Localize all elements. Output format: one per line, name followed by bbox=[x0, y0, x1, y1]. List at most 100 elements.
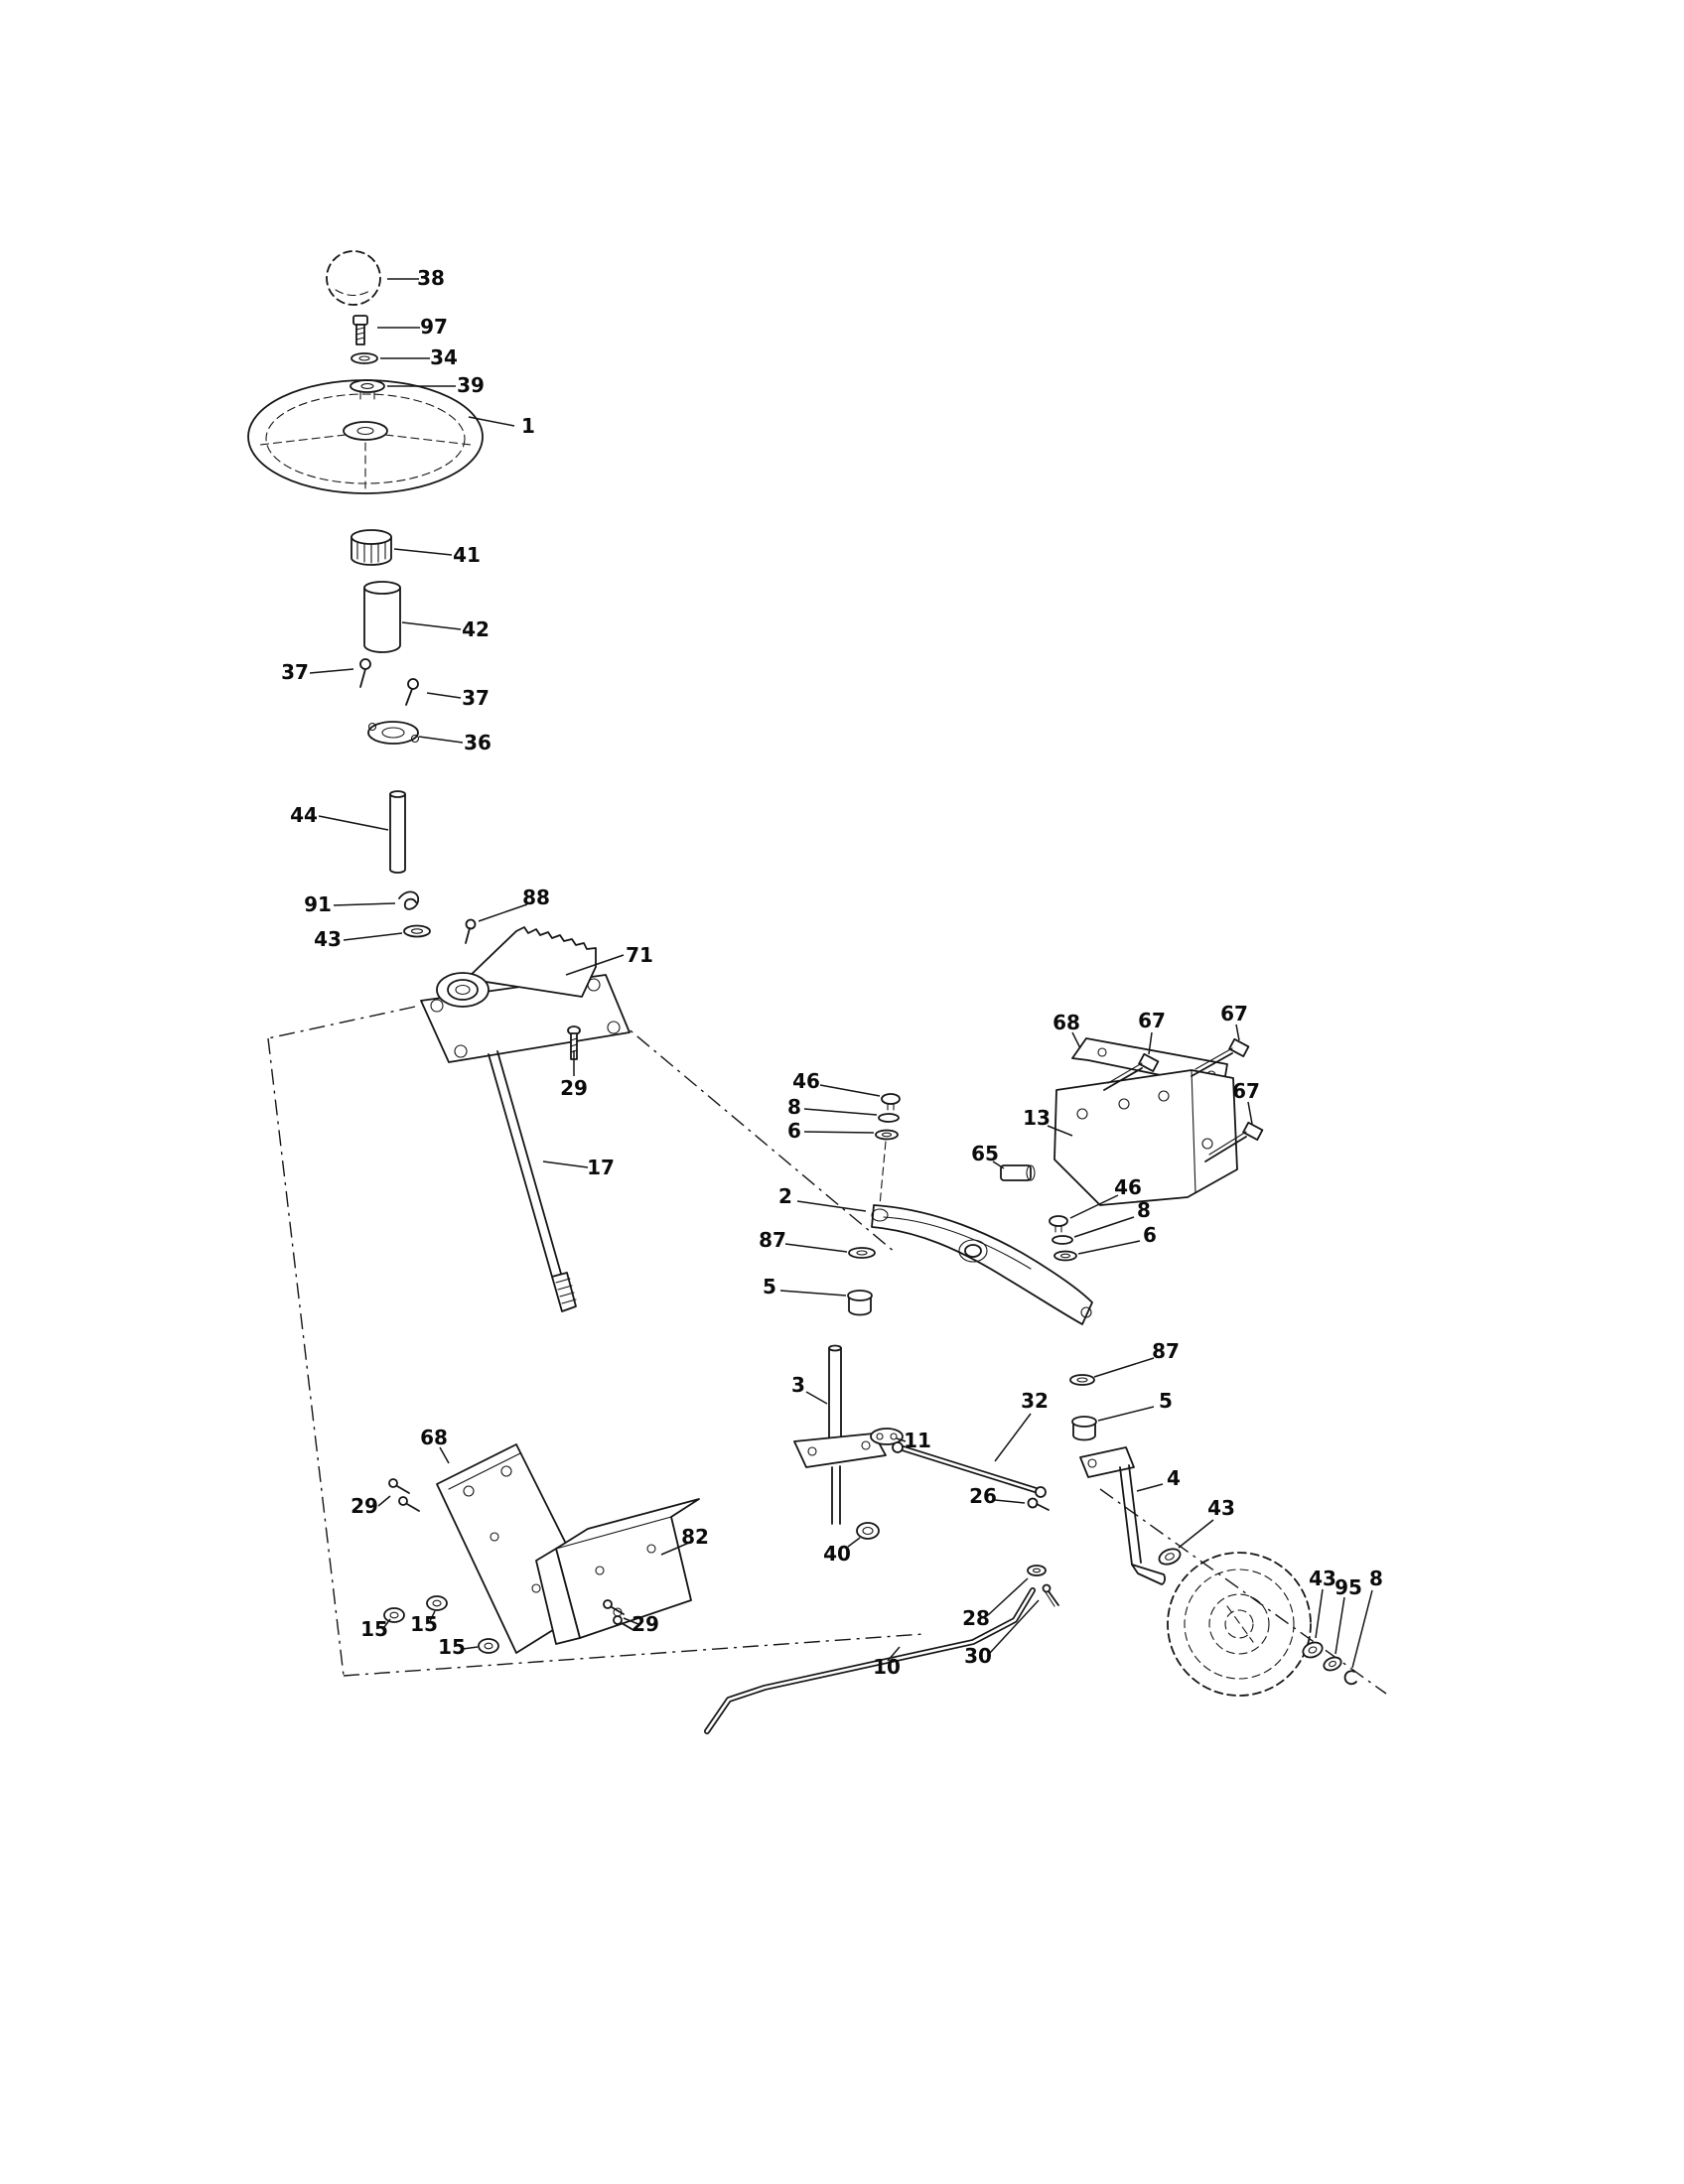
part-bolt-88 bbox=[465, 918, 477, 944]
part-axle-bracket-13 bbox=[1053, 1069, 1238, 1206]
callout-43: 43 bbox=[1207, 1496, 1235, 1520]
callout-68: 68 bbox=[1052, 1011, 1080, 1034]
callout-5: 5 bbox=[1159, 1389, 1173, 1413]
part-bolt-97 bbox=[352, 315, 368, 345]
phantom-lines bbox=[267, 1006, 1387, 1695]
part-washer-43-wheel bbox=[1302, 1641, 1324, 1659]
part-clip-91 bbox=[398, 890, 419, 910]
part-steering-support-71 bbox=[420, 926, 631, 1063]
callout-46: 46 bbox=[792, 1069, 820, 1093]
callout-42: 42 bbox=[462, 617, 490, 641]
callout-8: 8 bbox=[1369, 1567, 1383, 1590]
callout-38: 38 bbox=[417, 266, 445, 290]
part-bearing-5-left bbox=[847, 1290, 873, 1316]
callout-46: 46 bbox=[1114, 1175, 1142, 1199]
callout-43: 43 bbox=[314, 927, 342, 951]
part-spindle-4-right bbox=[1079, 1446, 1166, 1585]
part-washer-43-spindle bbox=[1158, 1548, 1182, 1566]
part-screw-29-bottom-pair bbox=[603, 1599, 634, 1631]
part-spacer-65 bbox=[1000, 1164, 1036, 1181]
callout-29: 29 bbox=[560, 1076, 588, 1100]
callout-leaders bbox=[309, 278, 1373, 1669]
callout-95: 95 bbox=[1334, 1575, 1362, 1599]
callout-28: 28 bbox=[962, 1606, 990, 1630]
callout-15: 15 bbox=[360, 1617, 388, 1641]
callout-37: 37 bbox=[462, 686, 490, 710]
callout-34: 34 bbox=[430, 345, 458, 369]
part-flange-11 bbox=[870, 1428, 904, 1445]
callout-88: 88 bbox=[522, 886, 550, 909]
callout-1: 1 bbox=[521, 414, 535, 438]
part-hub-insert-39 bbox=[350, 379, 385, 400]
callout-41: 41 bbox=[453, 543, 481, 567]
part-washer-43-column bbox=[403, 924, 431, 938]
callout-labels: 38 97 34 39 1 41 42 37 37 36 44 91 43 88… bbox=[281, 266, 1383, 1679]
part-nut-15-a bbox=[383, 1607, 405, 1623]
callout-87: 87 bbox=[1152, 1339, 1180, 1363]
part-stack-right-46-8-6 bbox=[1049, 1215, 1077, 1262]
callout-67: 67 bbox=[1232, 1079, 1260, 1103]
callout-29: 29 bbox=[632, 1612, 659, 1636]
callout-2: 2 bbox=[778, 1184, 792, 1208]
callout-8: 8 bbox=[787, 1095, 801, 1119]
part-screw-29-left-pair bbox=[388, 1478, 420, 1512]
callout-26: 26 bbox=[969, 1484, 997, 1508]
callout-67: 67 bbox=[1220, 1002, 1248, 1025]
callout-17: 17 bbox=[587, 1156, 615, 1179]
part-steering-wheel bbox=[247, 379, 484, 494]
part-shaft-44 bbox=[389, 790, 406, 874]
callout-91: 91 bbox=[304, 892, 332, 916]
part-bolt-67-a bbox=[1103, 1052, 1160, 1091]
callout-3: 3 bbox=[791, 1373, 805, 1397]
callout-13: 13 bbox=[1023, 1106, 1051, 1130]
callout-36: 36 bbox=[464, 731, 491, 754]
callout-67: 67 bbox=[1138, 1009, 1166, 1032]
callout-11: 11 bbox=[904, 1429, 931, 1452]
part-drag-link-10 bbox=[704, 1587, 1036, 1734]
part-ering-8 bbox=[1343, 1670, 1357, 1686]
part-tube-42 bbox=[363, 581, 401, 653]
part-washer-87-right bbox=[1069, 1374, 1095, 1386]
part-steering-shaft-17 bbox=[488, 1050, 577, 1312]
part-bearing-5-right bbox=[1071, 1416, 1097, 1441]
part-nut-15-c bbox=[478, 1638, 499, 1654]
part-nut-15-b bbox=[426, 1595, 448, 1611]
callout-32: 32 bbox=[1021, 1389, 1049, 1413]
part-washer-95 bbox=[1323, 1656, 1342, 1672]
part-locknut-40 bbox=[856, 1522, 880, 1540]
callout-29: 29 bbox=[351, 1494, 378, 1518]
callout-37: 37 bbox=[281, 660, 309, 684]
callout-15: 15 bbox=[410, 1612, 438, 1636]
callout-65: 65 bbox=[971, 1142, 999, 1165]
part-bolt-67-b bbox=[1191, 1037, 1250, 1077]
part-cap bbox=[326, 250, 381, 306]
callout-97: 97 bbox=[420, 315, 448, 339]
callout-6: 6 bbox=[1143, 1223, 1157, 1247]
part-frame-bracket-82 bbox=[535, 1498, 700, 1645]
callout-68: 68 bbox=[420, 1426, 448, 1449]
part-screw-37-right bbox=[405, 678, 419, 706]
part-axle-2 bbox=[871, 1204, 1093, 1325]
callout-6: 6 bbox=[787, 1119, 801, 1143]
callout-43: 43 bbox=[1309, 1567, 1336, 1590]
part-washer-28 bbox=[1027, 1565, 1047, 1576]
callout-8: 8 bbox=[1137, 1198, 1151, 1222]
callout-10: 10 bbox=[873, 1655, 901, 1679]
callout-5: 5 bbox=[763, 1275, 776, 1298]
callout-82: 82 bbox=[681, 1525, 709, 1549]
part-stack-left-46-8-6 bbox=[875, 1093, 901, 1206]
part-screw-37-left bbox=[359, 658, 371, 688]
part-washer-34 bbox=[351, 352, 378, 364]
part-tie-rod-32 bbox=[892, 1441, 1047, 1498]
part-bolt-67-c bbox=[1204, 1121, 1264, 1162]
part-bolt-26 bbox=[1027, 1497, 1050, 1511]
callout-71: 71 bbox=[626, 943, 653, 967]
part-retainer-36 bbox=[367, 721, 420, 745]
part-pin-30 bbox=[1042, 1583, 1059, 1607]
callout-30: 30 bbox=[964, 1644, 992, 1668]
part-washer-87-left bbox=[848, 1247, 876, 1259]
callout-87: 87 bbox=[759, 1228, 786, 1252]
part-bushing-41 bbox=[351, 529, 392, 566]
